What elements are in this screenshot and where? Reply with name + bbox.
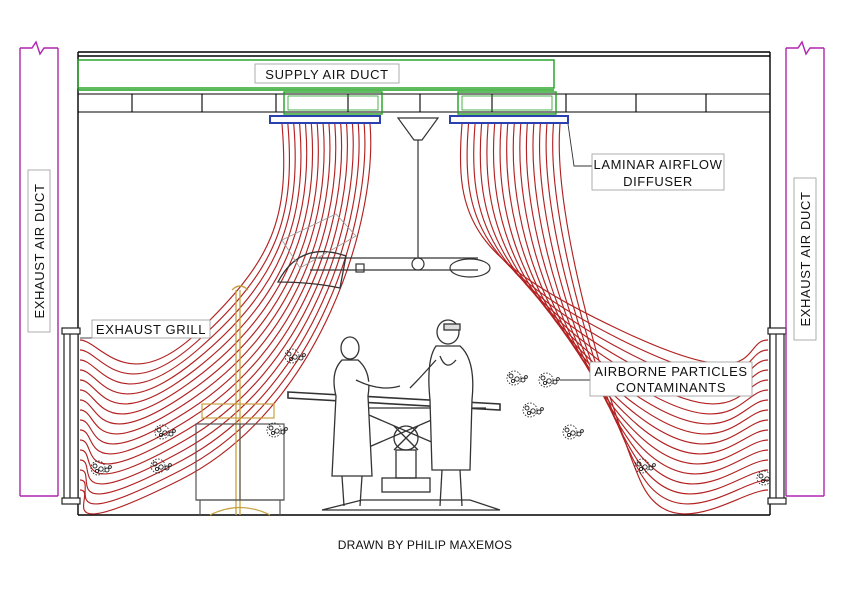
airflow-line-right <box>459 123 769 365</box>
svg-text:AIRBORNE PARTICLES: AIRBORNE PARTICLES <box>594 364 747 379</box>
particle-cluster <box>522 402 544 418</box>
particle-cluster <box>538 372 560 388</box>
label-laminar-airflow-diffuser: LAMINAR AIRFLOW DIFFUSER <box>591 153 725 191</box>
airflow-line-left <box>79 123 319 425</box>
room-outline <box>77 51 771 516</box>
surgical-light-icon <box>276 117 491 289</box>
airflow-line-right <box>545 123 769 495</box>
laminar-diffuser <box>269 115 569 124</box>
airflow-line-right <box>519 123 769 455</box>
svg-text:EXHAUST AIR DUCT: EXHAUST AIR DUCT <box>798 191 813 326</box>
airflow-line-left <box>79 123 325 435</box>
label-airborne-particles: AIRBORNE PARTICLES CONTAMINANTS <box>589 361 753 397</box>
airflow-line-left <box>79 123 354 485</box>
airborne-particles <box>90 348 778 486</box>
airflow-line-right <box>512 123 769 445</box>
label-exhaust-grill: EXHAUST GRILL <box>91 319 211 339</box>
airflow-line-left <box>79 123 360 495</box>
drawing-credit: DRAWN BY PHILIP MAXEMOS <box>337 538 513 552</box>
airflow-line-left <box>79 123 337 455</box>
particle-cluster <box>150 458 172 474</box>
svg-text:DIFFUSER: DIFFUSER <box>623 174 693 189</box>
svg-text:CONTAMINANTS: CONTAMINANTS <box>616 380 726 395</box>
airflow-line-right <box>558 123 769 515</box>
airflow-line-right <box>525 123 769 465</box>
supply-air-duct <box>77 59 557 115</box>
label-exhaust-air-duct-right: EXHAUST AIR DUCT <box>793 177 817 341</box>
svg-text:SUPPLY AIR DUCT: SUPPLY AIR DUCT <box>265 67 388 82</box>
label-exhaust-air-duct-left: EXHAUST AIR DUCT <box>27 169 51 333</box>
nurse-figure-icon <box>331 336 401 507</box>
label-supply-air-duct: SUPPLY AIR DUCT <box>254 63 400 84</box>
surgeon-figure-icon <box>409 319 474 507</box>
particle-cluster <box>90 460 112 476</box>
airflow-line-left <box>79 123 296 385</box>
svg-text:EXHAUST AIR DUCT: EXHAUST AIR DUCT <box>32 183 47 318</box>
exhaust-air-duct-right <box>785 40 825 497</box>
instrument-cart <box>195 403 285 516</box>
airflow-line-left <box>79 123 343 465</box>
airflow-line-left <box>79 123 372 515</box>
exhaust-air-duct-left <box>19 40 59 497</box>
airflow-line-left <box>79 123 348 475</box>
airflow-streamlines <box>79 123 769 515</box>
svg-text:LAMINAR AIRFLOW: LAMINAR AIRFLOW <box>594 157 723 172</box>
exhaust-grill-left <box>61 327 81 505</box>
airflow-line-left <box>79 123 302 395</box>
airflow-line-left <box>79 123 314 415</box>
exhaust-grill-right <box>767 327 787 505</box>
particle-cluster <box>266 422 288 438</box>
airflow-line-left <box>79 123 331 445</box>
svg-text:EXHAUST GRILL: EXHAUST GRILL <box>96 322 206 337</box>
particle-cluster <box>634 458 656 474</box>
particle-cluster <box>284 348 306 364</box>
ceiling-structure <box>78 93 770 113</box>
airflow-line-right <box>532 123 769 475</box>
particle-cluster <box>562 424 584 440</box>
particle-cluster <box>154 424 176 440</box>
particle-cluster <box>506 370 528 386</box>
airflow-line-right <box>539 123 769 485</box>
airflow-line-left <box>79 123 291 375</box>
leader-lines <box>80 123 594 381</box>
airflow-line-left <box>79 123 308 405</box>
